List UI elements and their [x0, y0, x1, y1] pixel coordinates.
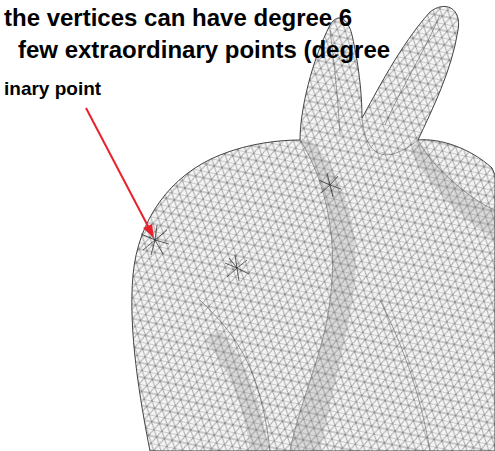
callout-label: inary point [4, 78, 101, 100]
heading-line: the vertices can have degree 6 [4, 4, 352, 32]
heading-line: few extraordinary points (degree [18, 36, 390, 64]
pointer-arrow [86, 108, 154, 238]
extraordinary-vertices [141, 173, 341, 281]
